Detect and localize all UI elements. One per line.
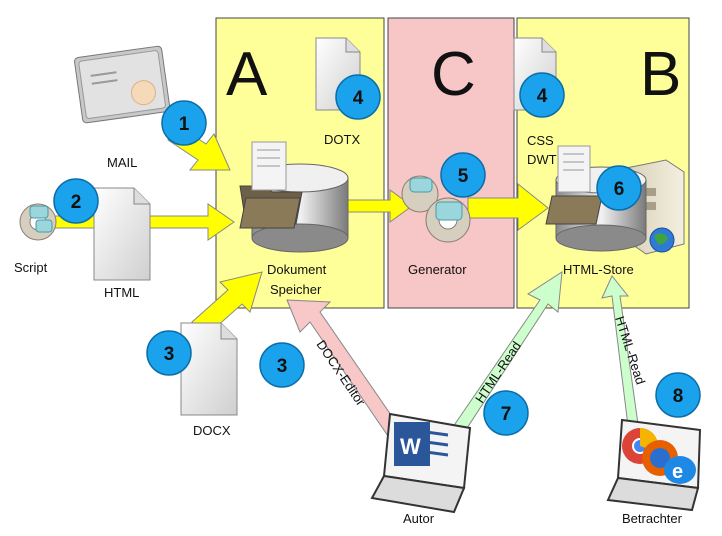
svg-text:3: 3 bbox=[164, 344, 175, 365]
database-folder-icon-storage bbox=[239, 141, 349, 253]
step-badge-6: 6 bbox=[596, 165, 642, 211]
step-badge-7: 7 bbox=[483, 390, 529, 436]
database-folder-icon-store bbox=[545, 145, 647, 252]
zone-a-label: A bbox=[226, 40, 268, 109]
step-badge-5: 5 bbox=[440, 152, 486, 198]
arrow-generator-to-store bbox=[467, 182, 549, 231]
label-dwt: DWT bbox=[527, 152, 557, 167]
laptop-browsers-icon: e bbox=[606, 418, 702, 512]
arrow-html-to-storage bbox=[139, 203, 235, 241]
step-badge-4-css: 4 bbox=[519, 72, 565, 118]
label-docx: DOCX bbox=[193, 423, 231, 438]
arrow-html-read-betrachter bbox=[601, 275, 639, 427]
label-html-store: HTML-Store bbox=[563, 262, 634, 277]
gear-icon-generator bbox=[401, 175, 471, 243]
step-badge-4-dotx: 4 bbox=[335, 74, 381, 120]
svg-text:7: 7 bbox=[501, 404, 512, 425]
envelope-icon bbox=[74, 45, 171, 124]
svg-text:W: W bbox=[400, 434, 421, 459]
step-badge-3-editor: 3 bbox=[259, 342, 305, 388]
step-badge-2: 2 bbox=[53, 178, 99, 224]
svg-text:2: 2 bbox=[71, 192, 82, 213]
step-badge-8: 8 bbox=[655, 372, 701, 418]
zone-c-label: C bbox=[431, 40, 476, 109]
step-badge-1: 1 bbox=[161, 100, 207, 146]
gear-icon bbox=[19, 203, 57, 241]
label-betrachter: Betrachter bbox=[622, 511, 683, 526]
svg-text:4: 4 bbox=[537, 86, 548, 107]
arrow-storage-to-generator bbox=[347, 189, 413, 223]
svg-text:8: 8 bbox=[673, 386, 684, 407]
laptop-word-icon: W bbox=[370, 412, 472, 514]
svg-text:e: e bbox=[672, 461, 683, 483]
label-dotx: DOTX bbox=[324, 132, 360, 147]
svg-text:5: 5 bbox=[458, 166, 469, 187]
svg-text:1: 1 bbox=[179, 114, 190, 135]
step-badge-3-left: 3 bbox=[146, 330, 192, 376]
label-script: Script bbox=[14, 260, 48, 275]
document-icon-docx bbox=[180, 322, 238, 416]
zone-b-label: B bbox=[640, 40, 681, 109]
svg-text:6: 6 bbox=[614, 179, 625, 200]
svg-text:3: 3 bbox=[277, 356, 288, 377]
label-html: HTML bbox=[104, 285, 139, 300]
label-mail: MAIL bbox=[107, 155, 137, 170]
label-css: CSS bbox=[527, 133, 554, 148]
svg-text:4: 4 bbox=[353, 88, 364, 109]
label-speicher: Speicher bbox=[270, 282, 322, 297]
label-autor: Autor bbox=[403, 511, 435, 526]
arrow-html-read-autor bbox=[443, 271, 563, 449]
label-generator: Generator bbox=[408, 262, 467, 277]
document-icon-html bbox=[93, 187, 151, 281]
label-dokument: Dokument bbox=[267, 262, 327, 277]
